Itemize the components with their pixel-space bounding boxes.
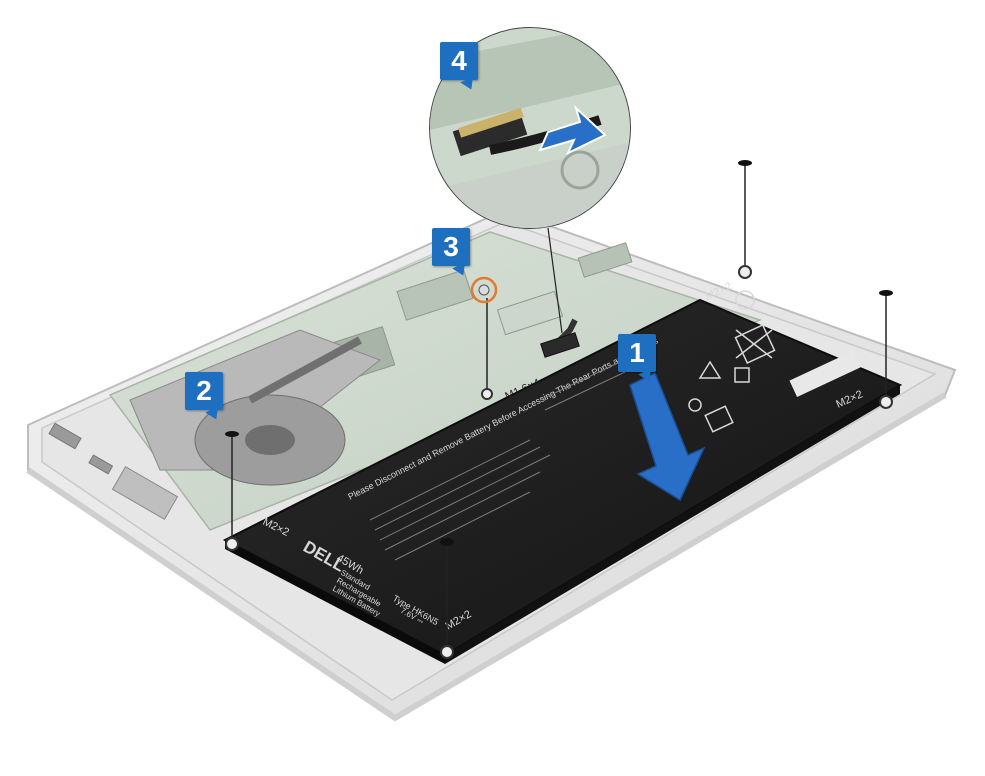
push-arrow xyxy=(629,371,706,502)
step-callout-1: 1 xyxy=(618,334,656,372)
screw-far-right xyxy=(879,290,893,409)
screw-center-m16x4 xyxy=(470,276,498,400)
screw-left xyxy=(225,431,239,551)
cooling-fan xyxy=(129,329,382,486)
battery-connector xyxy=(540,332,580,358)
screw-top-right xyxy=(738,160,752,279)
screw-bottom xyxy=(440,538,454,659)
connect-arrow xyxy=(538,104,607,156)
side-ports xyxy=(48,422,179,520)
step-callout-3: 3 xyxy=(432,228,470,266)
step-callout-4: 4 xyxy=(440,42,478,80)
step-callout-2: 2 xyxy=(185,372,223,410)
